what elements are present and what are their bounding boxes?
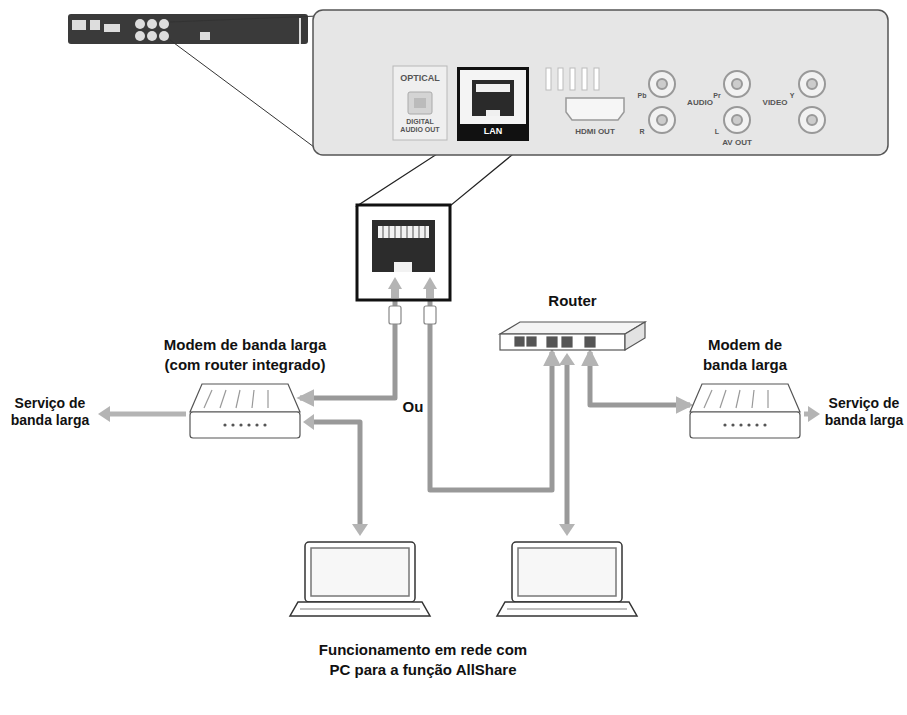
cable-arrowhead (559, 353, 575, 365)
cable-arrowhead (559, 524, 575, 536)
rear-panel (313, 10, 888, 155)
port-box: LAN (457, 67, 529, 141)
modem-device (690, 384, 800, 438)
panel-label: HDMI OUT (560, 127, 630, 137)
panel-label: R (635, 128, 649, 136)
service-label: Serviço de banda larga (823, 395, 905, 429)
panel-label: AUDIO (678, 98, 722, 108)
zoom-line (170, 40, 318, 150)
optical-port (393, 66, 447, 140)
player-thumbnail (68, 14, 308, 44)
cable-plugs (389, 306, 436, 324)
laptop (497, 542, 637, 616)
device-heading: Router (513, 291, 633, 311)
laptop-cable (312, 422, 360, 526)
modem-device (190, 384, 300, 438)
laptop (290, 542, 430, 616)
panel-label: VIDEO (753, 98, 797, 108)
panel-label: Y (785, 92, 799, 100)
panel-label: OPTICAL (393, 73, 447, 84)
caption: Funcionamento em rede com PC para a funç… (308, 640, 538, 681)
panel-label: DIGITAL AUDIO OUT (395, 118, 445, 135)
device-box: Router (500, 318, 645, 352)
cable-arrowhead (303, 414, 314, 430)
port-label: LAN (460, 124, 526, 138)
network-cable (590, 352, 690, 405)
hdmi-port (566, 98, 624, 120)
zoom-line (170, 16, 318, 22)
enlarged-lan-jack (357, 205, 450, 300)
lan-jack (460, 70, 526, 126)
device-heading: Modem de banda larga (com router integra… (145, 335, 345, 374)
panel-label: Pb (635, 92, 649, 100)
device-box: Modem de banda larga (com router integra… (190, 382, 300, 440)
device-heading: Modem de banda larga (690, 335, 800, 374)
device-box: Modem de banda larga (690, 382, 800, 440)
vent-slots (546, 68, 599, 90)
panel-label: AV OUT (707, 138, 767, 148)
service-arrowhead (808, 406, 820, 422)
laptop-cable (565, 364, 570, 526)
cable-arrowhead (352, 524, 368, 536)
service-arrow (108, 412, 186, 417)
service-arrowhead (98, 406, 110, 422)
av-jacks (649, 71, 825, 133)
router-device (500, 322, 645, 350)
panel-label: L (710, 128, 724, 136)
panel-label: Pr (710, 92, 724, 100)
service-label: Serviço de banda larga (4, 395, 96, 429)
or-label: Ou (400, 398, 426, 416)
